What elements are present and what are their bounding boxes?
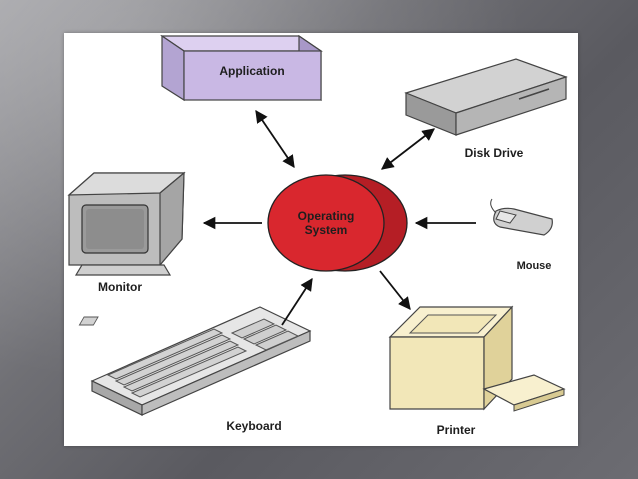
arrow-keyboard-os: [281, 277, 313, 326]
disk-drive-label: Disk Drive: [465, 146, 524, 160]
keyboard-label: Keyboard: [226, 419, 281, 433]
diagram-panel: Application Disk Drive Monitor Mouse: [64, 33, 578, 446]
os-label-line1: Operating: [298, 209, 355, 223]
arrow-os-application: [255, 109, 295, 169]
arrow-os-printer: [379, 270, 411, 310]
keyboard-icon: [78, 306, 312, 416]
monitor-icon: [67, 171, 186, 276]
application-box: Application: [160, 34, 323, 102]
mouse-label: Mouse: [517, 260, 552, 272]
monitor-label: Monitor: [98, 280, 142, 294]
os-label-line2: System: [305, 223, 348, 237]
printer-icon: [388, 305, 566, 412]
application-label: Application: [219, 64, 284, 78]
operating-system-node: Operating System: [267, 174, 408, 272]
disk-drive-icon: [404, 58, 568, 136]
printer-label: Printer: [437, 423, 476, 437]
os-diagram: Application Disk Drive Monitor Mouse: [67, 34, 568, 437]
arrow-os-disk-drive: [381, 128, 435, 170]
mouse-icon: [490, 198, 553, 236]
